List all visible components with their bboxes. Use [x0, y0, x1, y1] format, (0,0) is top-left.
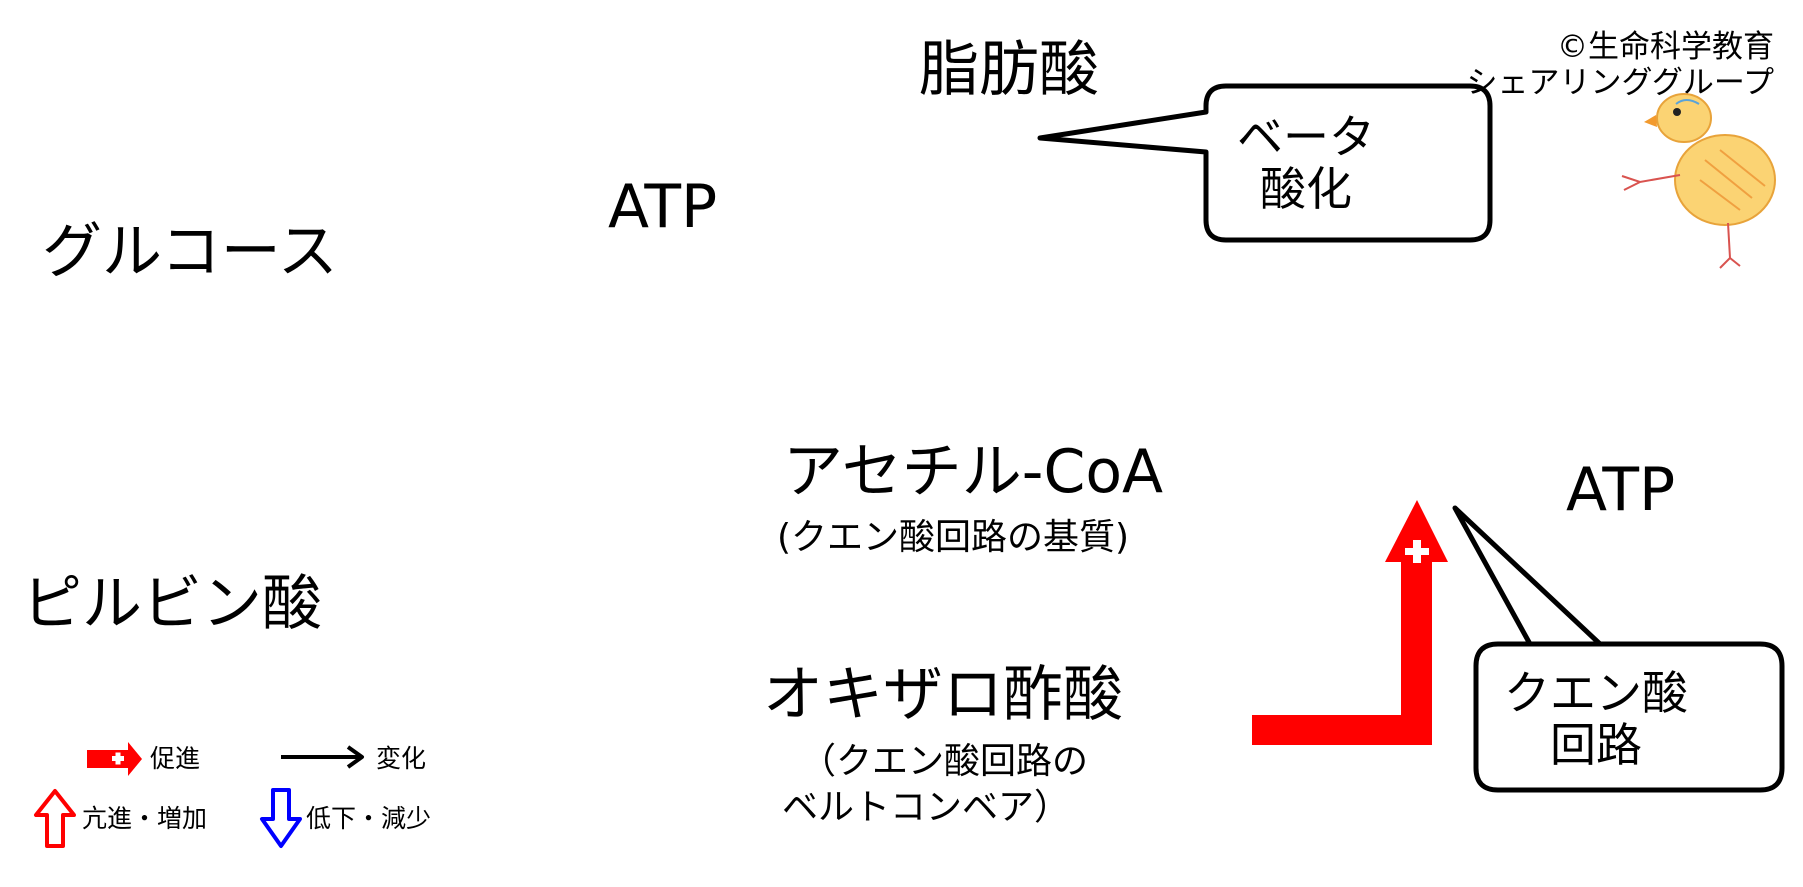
- legend-increase-label: 亢進・増加: [82, 804, 208, 833]
- glucose-label: グルコース: [42, 217, 338, 287]
- atp-top-label: ATP: [608, 172, 718, 242]
- tca-cycle-text: クエン酸 回路: [1496, 666, 1696, 772]
- pyruvate-label: ピルビン酸: [22, 569, 322, 639]
- legend-decrease-icon: [260, 788, 302, 848]
- beta-oxidation-line1: ベータ: [1237, 110, 1375, 164]
- oxaloacetate-note-line2: ベルトコンベア）: [782, 787, 1071, 828]
- chick-illustration: [1621, 93, 1776, 269]
- legend-change-icon: [281, 745, 364, 769]
- legend-promote-icon: [87, 742, 142, 776]
- oxaloacetate-label: オキザロ酢酸: [763, 660, 1123, 730]
- beta-oxidation-line2: 酸化: [1260, 161, 1352, 216]
- acetyl-coa-label: アセチル-CoA: [783, 437, 1164, 507]
- copyright-line2: シェアリンググループ: [1466, 64, 1774, 101]
- beta-oxidation-text: ベータ 酸化: [1226, 110, 1386, 216]
- oxaloacetate-note-line1: （クエン酸回路の: [800, 741, 1089, 782]
- legend-decrease-label: 低下・減少: [306, 804, 432, 833]
- fatty-acid-label: 脂肪酸: [919, 35, 1099, 105]
- copyright-notice: ©生命科学教育 シェアリンググループ: [1466, 29, 1774, 101]
- atp-right-label: ATP: [1566, 455, 1676, 525]
- legend-increase-icon: [34, 789, 76, 848]
- promote-arrow-red: [1252, 500, 1448, 745]
- acetyl-coa-note: (クエン酸回路の基質): [777, 517, 1130, 558]
- legend-promote-label: 促進: [150, 744, 201, 773]
- tca-cycle-line1: クエン酸: [1504, 666, 1688, 720]
- beta-oxidation-bubble: [1037, 83, 1493, 243]
- copyright-line1: ©生命科学教育: [1557, 29, 1774, 65]
- legend-change-label: 変化: [376, 744, 427, 773]
- tca-cycle-bubble: [1452, 505, 1785, 793]
- tca-cycle-line2: 回路: [1550, 717, 1642, 772]
